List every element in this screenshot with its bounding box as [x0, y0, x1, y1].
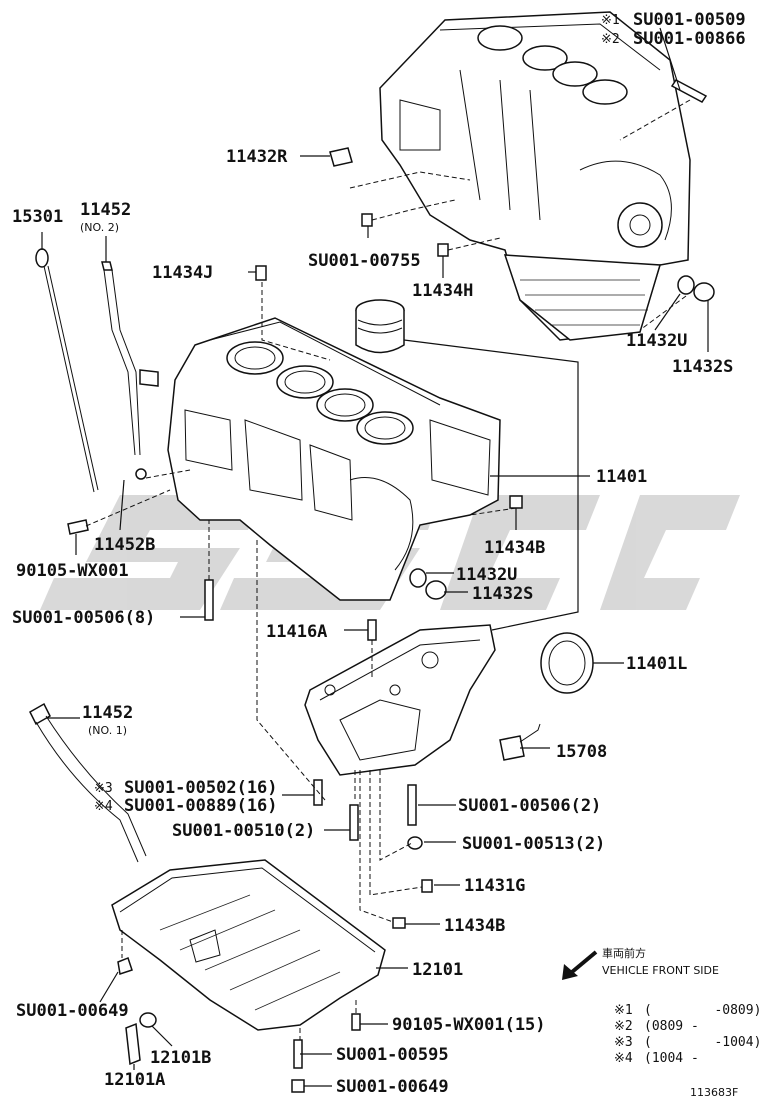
note-range-4: (1004 - )	[644, 1051, 760, 1066]
label-12101: 12101	[412, 960, 463, 980]
note-mark-4: ※4	[614, 1051, 633, 1066]
label-11401: 11401	[596, 467, 647, 487]
note-range-2: (0809 - )	[644, 1019, 760, 1034]
label-11432s-mid: 11432S	[472, 584, 533, 604]
label-su001-00506-2: SU001-00506(2)	[458, 796, 601, 816]
label-11452-bottom: 11452	[82, 703, 133, 723]
oil-pan	[111, 859, 386, 1031]
label-11434j: 11434J	[152, 263, 213, 283]
label-11432u-mid: 11432U	[456, 565, 517, 585]
label-su001-00506-8: SU001-00506(8)	[12, 608, 155, 628]
label-90105-wx001-15: 90105-WX001(15)	[392, 1015, 546, 1035]
label-11416a: 11416A	[266, 622, 327, 642]
legend: 車両前方 VEHICLE FRONT SIDE ※1 ( -0809) ※2 (…	[562, 946, 760, 1099]
callout-labels: ※1 SU001-00509 ※2 SU001-00866 11432R 153…	[12, 10, 746, 1097]
label-su001-00509: SU001-00509	[633, 10, 746, 30]
engine-assembly	[379, 11, 708, 341]
label-mark3: ※3	[94, 781, 113, 796]
label-11434b-low: 11434B	[444, 916, 505, 936]
piston	[355, 299, 405, 354]
label-su001-00513: SU001-00513(2)	[462, 834, 605, 854]
cylinder-block	[167, 317, 501, 601]
label-mark1: ※1	[601, 13, 620, 28]
label-mark2: ※2	[601, 32, 620, 47]
note-mark-2: ※2	[614, 1019, 633, 1034]
dipstick-guide-no1	[29, 702, 147, 863]
rear-oil-seal	[540, 632, 594, 694]
label-15708: 15708	[556, 742, 607, 762]
label-su001-00755: SU001-00755	[308, 251, 421, 271]
note-mark-1: ※1	[614, 1003, 633, 1018]
label-11432u-top: 11432U	[626, 331, 687, 351]
label-11452-top: 11452	[80, 200, 131, 220]
assembly-lines	[85, 99, 691, 1040]
label-su001-00502: SU001-00502(16)	[124, 778, 278, 798]
crankcase	[304, 624, 496, 776]
label-11432r: 11432R	[226, 147, 288, 167]
label-12101b: 12101B	[150, 1048, 211, 1068]
label-11452-no2: (NO. 2)	[80, 221, 119, 234]
label-su001-00595: SU001-00595	[336, 1045, 449, 1065]
front-label-en: VEHICLE FRONT SIDE	[602, 964, 719, 977]
label-11434b-mid: 11434B	[484, 538, 545, 558]
leader-lines	[41, 27, 709, 1087]
plugs-and-bolts	[67, 147, 715, 1093]
dipstick-guide-no2	[101, 261, 159, 456]
label-11431g: 11431G	[464, 876, 525, 896]
label-90105-wx001-left: 90105-WX001	[16, 561, 129, 581]
note-range-1: ( -0809)	[644, 1003, 760, 1018]
label-su001-00649-bottom: SU001-00649	[336, 1077, 449, 1097]
label-11432s-top: 11432S	[672, 357, 733, 377]
label-su001-00510: SU001-00510(2)	[172, 821, 315, 841]
label-11452b: 11452B	[94, 535, 155, 555]
dipstick	[35, 248, 99, 493]
oil-pressure-switch	[499, 723, 541, 761]
front-arrow-icon	[562, 950, 598, 980]
label-11401l: 11401L	[626, 654, 687, 674]
label-12101a: 12101A	[104, 1070, 165, 1090]
label-11434h: 11434H	[412, 281, 473, 301]
label-su001-00866: SU001-00866	[633, 29, 746, 49]
label-11452-no1: (NO. 1)	[88, 724, 127, 737]
figure-id: 113683F	[690, 1086, 738, 1099]
note-mark-3: ※3	[614, 1035, 633, 1050]
note-range-3: ( -1004)	[644, 1035, 760, 1050]
label-15301: 15301	[12, 207, 63, 227]
label-su001-00889: SU001-00889(16)	[124, 796, 278, 816]
front-label-jp: 車両前方	[602, 946, 646, 960]
label-su001-00649-left: SU001-00649	[16, 1001, 129, 1021]
label-mark4: ※4	[94, 799, 113, 814]
